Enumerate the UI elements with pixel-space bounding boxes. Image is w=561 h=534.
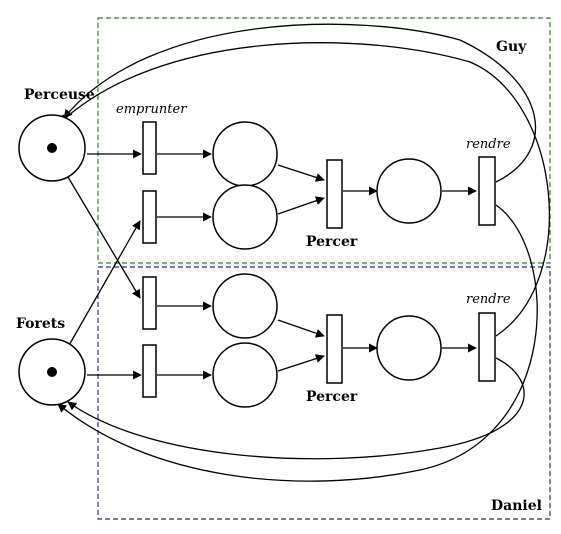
guy-place-2 <box>212 184 278 250</box>
arc-daniel-p1-to-percer <box>277 319 325 338</box>
arc-perceuse-to-emprunter-daniel <box>67 176 141 299</box>
guy-emprunter-transition-2 <box>142 190 157 244</box>
rendre-daniel-label: rendre <box>466 292 511 307</box>
daniel-label: Daniel <box>491 498 542 514</box>
guy-emprunter-transition-1 <box>142 121 157 175</box>
guy-percer-transition <box>326 159 343 229</box>
daniel-emprunter-transition-1 <box>142 276 157 330</box>
daniel-place-2 <box>212 342 278 408</box>
guy-label: Guy <box>496 39 527 55</box>
arc-guy-p2-to-percer <box>277 196 325 215</box>
guy-group-frame <box>97 17 551 264</box>
arc-rendre-guy-to-perceuse <box>63 23 537 183</box>
daniel-place-3 <box>376 315 442 381</box>
forets-label: Forets <box>16 316 65 332</box>
guy-place-3 <box>376 158 442 224</box>
emprunter-label: emprunter <box>116 102 187 117</box>
arc-daniel-p2-to-percer <box>277 354 325 372</box>
daniel-rendre-transition <box>478 312 496 382</box>
guy-place-1 <box>212 121 278 187</box>
daniel-group-frame <box>97 266 551 520</box>
arc-rendre-guy-to-forets <box>57 204 538 482</box>
arc-forets-to-emprunter-guy <box>67 220 141 348</box>
perceuse-token <box>47 143 57 153</box>
daniel-emprunter-transition-2 <box>142 344 157 398</box>
arc-rendre-daniel-to-perceuse <box>59 42 550 337</box>
perceuse-label: Perceuse <box>24 87 95 103</box>
rendre-guy-label: rendre <box>466 137 511 152</box>
percer-daniel-label: Percer <box>306 389 358 405</box>
forets-token <box>47 367 57 377</box>
guy-rendre-transition <box>478 156 496 226</box>
arc-rendre-daniel-to-forets <box>67 357 525 460</box>
arc-guy-p1-to-percer <box>277 164 325 182</box>
percer-guy-label: Percer <box>306 234 358 250</box>
daniel-place-1 <box>212 273 278 339</box>
daniel-percer-transition <box>326 314 343 384</box>
